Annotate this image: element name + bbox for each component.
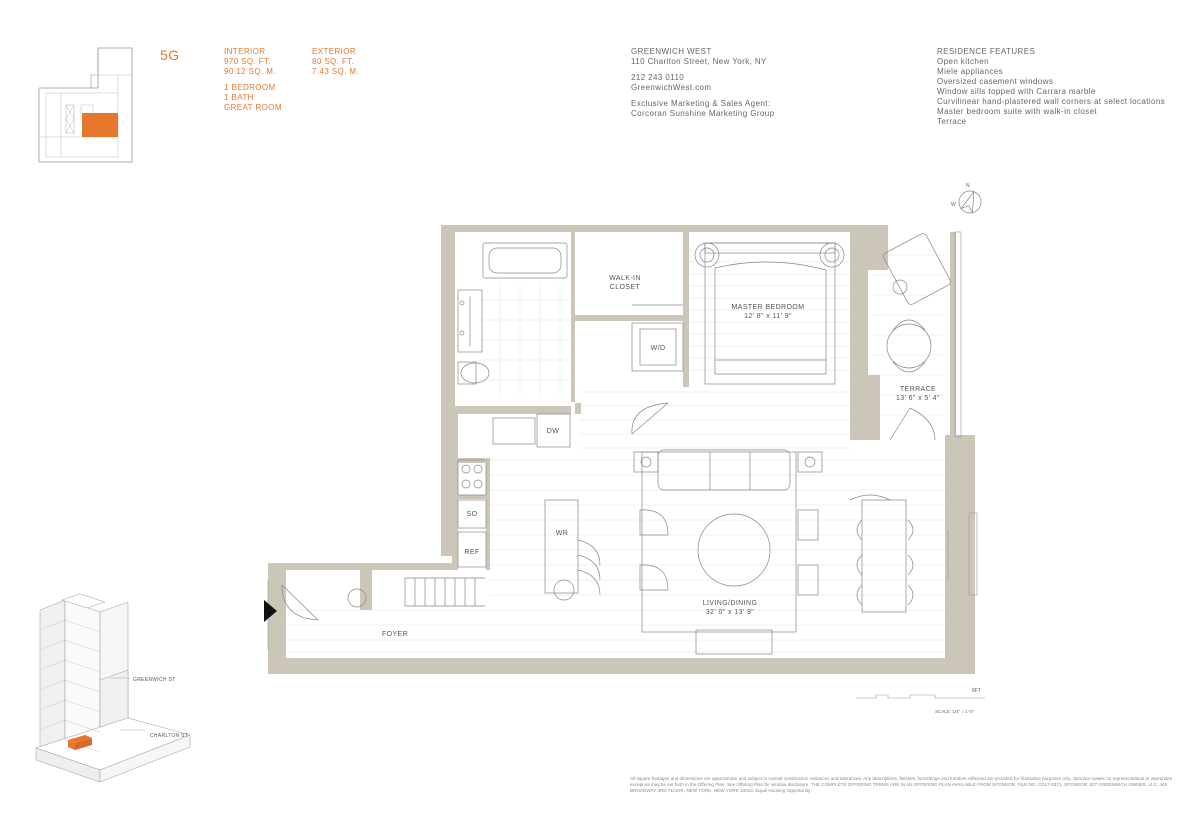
agent-name: Corcoran Sunshine Marketing Group (631, 109, 775, 118)
terrace-dims: 13' 6" x 5' 4" (896, 395, 940, 402)
feature-item: Miele appliances (937, 67, 1003, 76)
agent-label: Exclusive Marketing & Sales Agent: (631, 99, 771, 108)
exterior-sqft: 80 SQ. FT. (312, 57, 355, 66)
living-dining-dims: 32' 0" x 13' 9" (706, 609, 754, 616)
living-dining-label: LIVING/DINING (703, 600, 758, 607)
bathroom-fixtures (457, 242, 568, 385)
walls (268, 225, 975, 674)
compass-n-label: N (966, 183, 970, 189)
windows (267, 231, 978, 650)
feature-item: Curvilinear hand-plastered wall corners … (937, 97, 1166, 106)
compass: N W (951, 183, 982, 214)
master-bedroom-dims: 12' 8" x 11' 9" (744, 313, 792, 320)
living-furniture (633, 449, 914, 655)
wd-label: W/D (651, 345, 666, 352)
building-info: GREENWICH WEST 110 Charlton Street, New … (631, 47, 775, 119)
scale-bar: 8FT SCALE: 1/4" = 1'-0" (856, 688, 985, 714)
building-axonometric: GREENWICH ST CHARLTON ST (35, 593, 191, 783)
residence-features: RESIDENCE FEATURES Open kitchen Miele ap… (937, 47, 1165, 127)
legal-disclaimer: All square footages and dimensions are a… (630, 776, 1173, 793)
room-count-bedroom: 1 BEDROOM (224, 83, 276, 92)
closet-fixtures (631, 304, 684, 372)
interior-sqft: 970 SQ. FT. (224, 57, 272, 66)
building-phone: 212 243 0110 (631, 73, 685, 82)
kitchen-fixtures (404, 413, 601, 607)
features-title: RESIDENCE FEATURES (937, 47, 1036, 56)
compass-w-label: W (951, 202, 956, 208)
exterior-label: EXTERIOR (312, 47, 357, 56)
interior-block: INTERIOR 970 SQ. FT. 90.12 SQ. M. 1 BEDR… (224, 47, 282, 113)
room-count-bath: 1 BATH (224, 93, 254, 102)
dw-label: DW (547, 428, 559, 435)
building-website[interactable]: GreenwichWest.com (631, 83, 712, 92)
building-name: GREENWICH WEST (631, 47, 712, 56)
doors (281, 402, 936, 621)
entry-arrow (264, 600, 277, 622)
exterior-sqm: 7.43 SQ. M. (312, 67, 360, 76)
master-bedroom-label: MASTER BEDROOM (732, 304, 805, 311)
unit-number: 5G (160, 47, 180, 63)
walkin-closet-label: WALK-IN (609, 275, 641, 282)
scale-label: SCALE: 1/4" = 1'-0" (935, 709, 975, 714)
room-count-great-room: GREAT ROOM (224, 103, 282, 112)
scale-ft-label: 8FT (972, 688, 981, 694)
terrace-label: TERRACE (900, 386, 936, 393)
wr-label: WR (556, 530, 568, 537)
foyer-label: FOYER (382, 631, 408, 638)
unit-highlight (82, 113, 118, 137)
so-label: SO (467, 511, 478, 518)
exterior-block: EXTERIOR 80 SQ. FT. 7.43 SQ. M. (312, 47, 359, 77)
interior-sqm: 90.12 SQ. M. (224, 67, 276, 76)
greenwich-st-label: GREENWICH ST (133, 677, 176, 683)
floor-hatch (285, 249, 945, 653)
key-plan (38, 47, 133, 163)
building-address: 110 Charlton Street, New York, NY (631, 57, 767, 66)
feature-item: Open kitchen (937, 57, 989, 66)
feature-item: Window sills topped with Carrara marble (937, 87, 1096, 96)
walkin-closet-label-2: CLOSET (610, 284, 641, 291)
feature-item: Master bedroom suite with walk-in closet (937, 107, 1098, 116)
interior-label: INTERIOR (224, 47, 266, 56)
feature-item: Oversized casement windows (937, 77, 1054, 86)
charlton-st-label: CHARLTON ST (150, 733, 188, 739)
bedroom-furniture (694, 242, 845, 385)
ref-label: REF (464, 549, 479, 556)
terrace-furniture (883, 233, 951, 373)
feature-item: Terrace (937, 117, 967, 126)
